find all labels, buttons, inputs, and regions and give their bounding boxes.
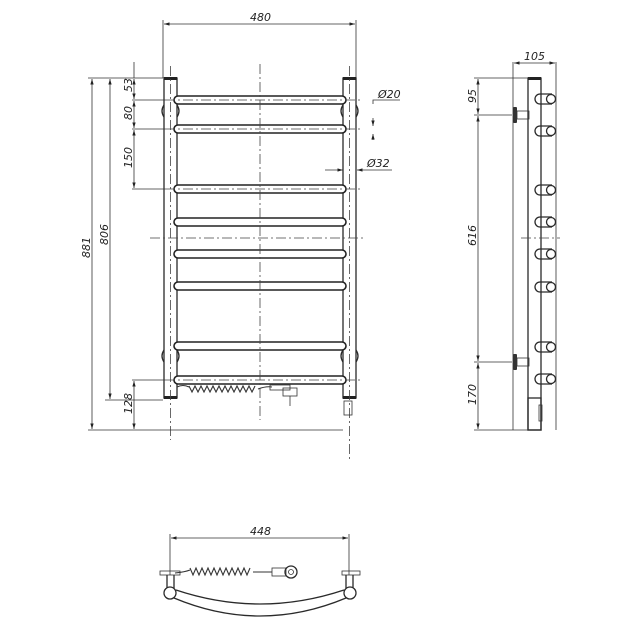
wall-mount-bottom	[513, 354, 530, 370]
dim-label-170: 170	[466, 384, 479, 405]
dim-label-95: 95	[466, 89, 479, 103]
dim-label-128: 128	[122, 393, 135, 414]
dim-label-881: 881	[80, 237, 93, 258]
dim-overall-width: 480	[162, 11, 357, 78]
dim-label-80: 80	[122, 106, 135, 120]
top-view: 448	[159, 525, 361, 617]
dim-label-150: 150	[122, 147, 135, 168]
dim-label-806: 806	[98, 224, 111, 245]
dim-upright-diameter: Ø32	[325, 157, 392, 172]
dim-mount-height: 806	[98, 79, 163, 401]
heating-element	[176, 384, 298, 406]
dim-rail-spacing: 53 80 150 128	[122, 62, 165, 429]
dim-rail-diameter: Ø20	[371, 88, 401, 140]
dim-label-d20: Ø20	[377, 88, 401, 101]
dim-label-448: 448	[250, 525, 271, 538]
dim-label-616: 616	[466, 225, 479, 246]
dim-label-105: 105	[524, 50, 545, 63]
side-view: 105 95	[466, 50, 560, 431]
dim-overall-height: 881	[80, 77, 343, 431]
rail-ends	[534, 93, 557, 385]
dim-label-d32: Ø32	[366, 157, 390, 170]
dim-label-53: 53	[122, 78, 135, 92]
front-view: 480	[80, 11, 401, 460]
wall-mount-top	[513, 107, 530, 123]
dim-label-480: 480	[250, 11, 271, 24]
